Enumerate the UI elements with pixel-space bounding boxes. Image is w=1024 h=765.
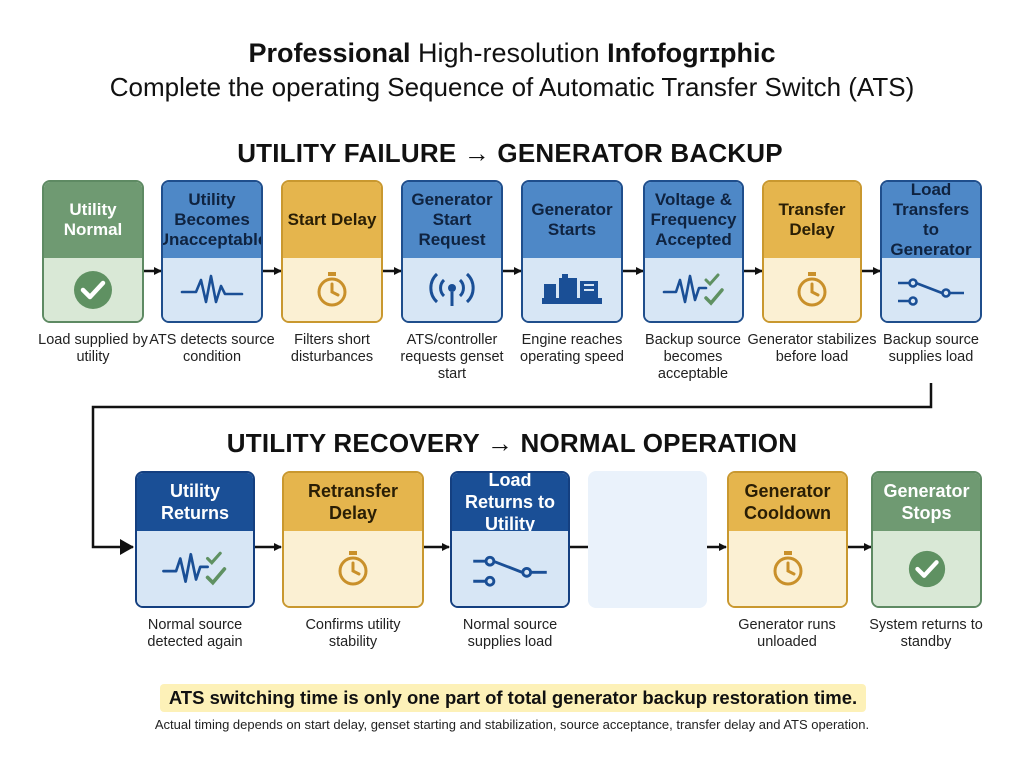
step-description: Engine reaches operating speed <box>520 332 624 365</box>
step-description: Backup source supplies load <box>883 332 979 365</box>
step-title: Generator Cooldown <box>729 473 846 531</box>
step-title: Start Delay <box>283 182 381 258</box>
waveform-check-icon <box>662 273 724 306</box>
step-transfer-delay: Transfer Delay <box>762 180 862 323</box>
waveform-check-icon <box>162 551 227 585</box>
step-utility-normal: Utility Normal <box>42 180 144 323</box>
step-title: Utility Normal <box>44 182 142 258</box>
highlight-note: ATS switching time is only one part of t… <box>160 684 866 712</box>
title-bold-infographic: Infofogrɪphic <box>607 38 776 68</box>
stopwatch-icon <box>338 550 368 585</box>
step-generator-stops: Generator Stops <box>871 471 982 608</box>
step-title: Transfer Delay <box>764 182 860 258</box>
section-title-recovery: UTILITY RECOVERY → NORMAL OPERATION <box>226 428 798 458</box>
page-subtitle: Complete the operating Sequence of Autom… <box>109 72 915 102</box>
step-description: Generator runs unloaded <box>738 617 836 650</box>
step-title: Generator Stops <box>873 473 980 531</box>
step-title: Utility Becomes Unacceptable <box>163 182 261 258</box>
title-regular: High-resolution <box>418 38 600 68</box>
empty-placeholder-panel <box>588 471 707 608</box>
title-bold-professional: Professional <box>248 38 411 68</box>
stopwatch-icon <box>317 271 347 306</box>
stopwatch-icon <box>773 550 802 585</box>
step-description: Confirms utility stability <box>305 617 401 650</box>
step-description: Backup source becomes acceptable <box>645 332 741 382</box>
section-title-failure: UTILITY FAILURE → GENERATOR BACKUP <box>237 138 783 168</box>
step-load-transfers-to-generator: Load Transfers to Generator <box>880 180 982 323</box>
page-title: Professional High-resolution Infofogrɪph… <box>0 38 1024 69</box>
step-title: Voltage & Frequency Accepted <box>645 182 742 258</box>
step-title: Retransfer Delay <box>284 473 422 531</box>
step-generator-starts: Generator Starts <box>521 180 623 323</box>
step-description: System returns to standby <box>869 617 983 650</box>
check-circle-icon <box>908 550 945 587</box>
switch-icon <box>473 555 547 587</box>
step-title: Generator Start Request <box>403 182 501 258</box>
step-description: ATS detects source condition <box>149 332 275 365</box>
step-generator-start-request: Generator Start Request <box>401 180 503 323</box>
step-description: Filters short disturbances <box>290 332 374 365</box>
step-description: Normal source supplies load <box>462 617 558 650</box>
step-description: ATS/controller requests genset start <box>400 332 504 382</box>
check-circle-icon <box>74 270 112 309</box>
signal-icon <box>429 272 475 306</box>
step-title: Load Transfers to Generator <box>882 182 980 259</box>
step-generator-cooldown: Generator Cooldown <box>727 471 848 608</box>
step-title: Load Returns to Utility <box>452 473 568 534</box>
step-retransfer-delay: Retransfer Delay <box>282 471 424 608</box>
step-title: Generator Starts <box>523 182 621 258</box>
step-description: Generator stabilizes before load <box>747 332 877 365</box>
step-voltage-frequency-accepted: Voltage & Frequency Accepted <box>643 180 744 323</box>
step-start-delay: Start Delay <box>281 180 383 323</box>
step-utility-unacceptable: Utility Becomes Unacceptable <box>161 180 263 323</box>
step-title: Utility Returns <box>137 473 253 531</box>
generator-icon <box>542 273 602 304</box>
step-description: Load supplied by utility <box>38 332 148 365</box>
footnote: Actual timing depends on start delay, ge… <box>154 717 870 732</box>
stopwatch-icon <box>797 271 827 306</box>
step-description: Normal source detected again <box>147 617 243 650</box>
waveform-icon <box>180 274 244 303</box>
step-load-returns-to-utility: Load Returns to Utility <box>450 471 570 608</box>
switch-icon <box>898 277 964 306</box>
step-utility-returns: Utility Returns <box>135 471 255 608</box>
